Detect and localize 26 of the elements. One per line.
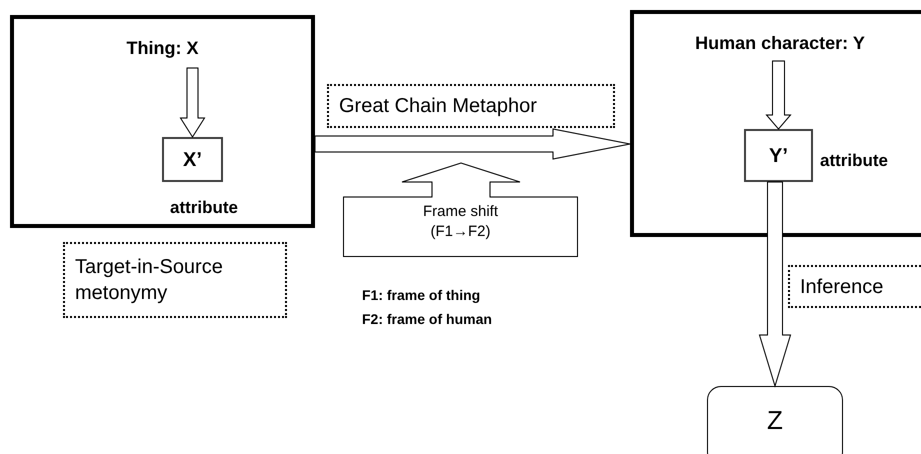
note-text: F2: frame of human — [362, 310, 492, 329]
box-heading: Human character: Y — [694, 32, 866, 55]
variable-label: Y’ — [769, 144, 788, 168]
result-box — [707, 386, 843, 454]
attribute-label: attribute — [169, 197, 239, 219]
dotted-label-box — [327, 84, 615, 128]
variable-label: Z — [767, 407, 783, 433]
concept-box — [10, 15, 315, 228]
variable-label: X’ — [183, 148, 202, 172]
block-arrow — [180, 68, 206, 138]
annotation-text: Inference — [800, 274, 884, 300]
annotation-text: Great Chain Metaphor — [339, 94, 537, 119]
block-arrow — [758, 182, 792, 388]
attribute-box — [162, 137, 223, 182]
callout-text: Frame shift (F1→F2) — [422, 202, 499, 242]
concept-box — [630, 10, 921, 237]
dotted-label-box — [788, 265, 921, 308]
block-arrow — [314, 128, 630, 160]
attribute-label: attribute — [820, 150, 888, 172]
dotted-label-box — [63, 242, 287, 318]
note-text: F1: frame of thing — [362, 286, 482, 305]
attribute-box — [744, 129, 813, 182]
box-heading: Thing: X — [126, 37, 200, 60]
annotation-text: Target-in-Source metonymy — [75, 255, 224, 306]
block-arrow — [765, 60, 792, 130]
arrow-callout — [343, 160, 578, 257]
